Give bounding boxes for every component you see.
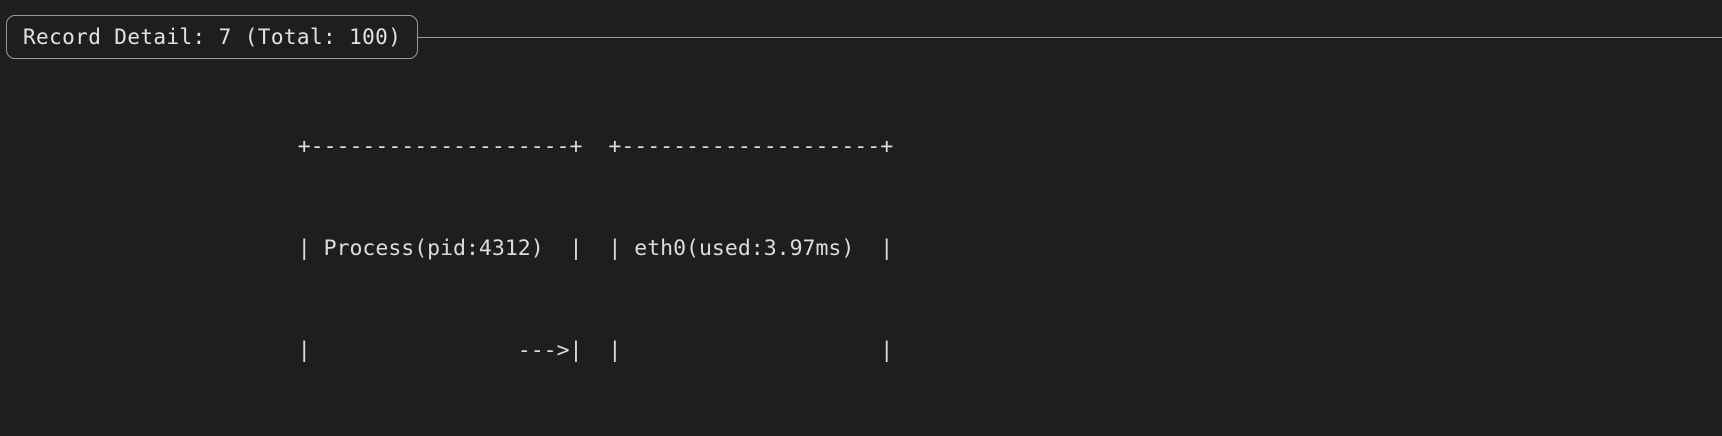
edge-process-to-eth0: | --->| | | [0, 338, 894, 363]
ascii-line: +--------------------+ +----------------… [0, 134, 894, 159]
ascii-diagram: +--------------------+ +----------------… [0, 62, 1722, 436]
header-bar: Record Detail: 7 (Total: 100) [6, 14, 1722, 60]
node-process-top: | Process(pid:4312) | | eth0(used:3.97ms… [0, 236, 894, 261]
page-title: Record Detail: 7 (Total: 100) [23, 25, 402, 49]
record-detail-box: Record Detail: 7 (Total: 100) [6, 15, 419, 59]
header-divider [417, 36, 1722, 38]
